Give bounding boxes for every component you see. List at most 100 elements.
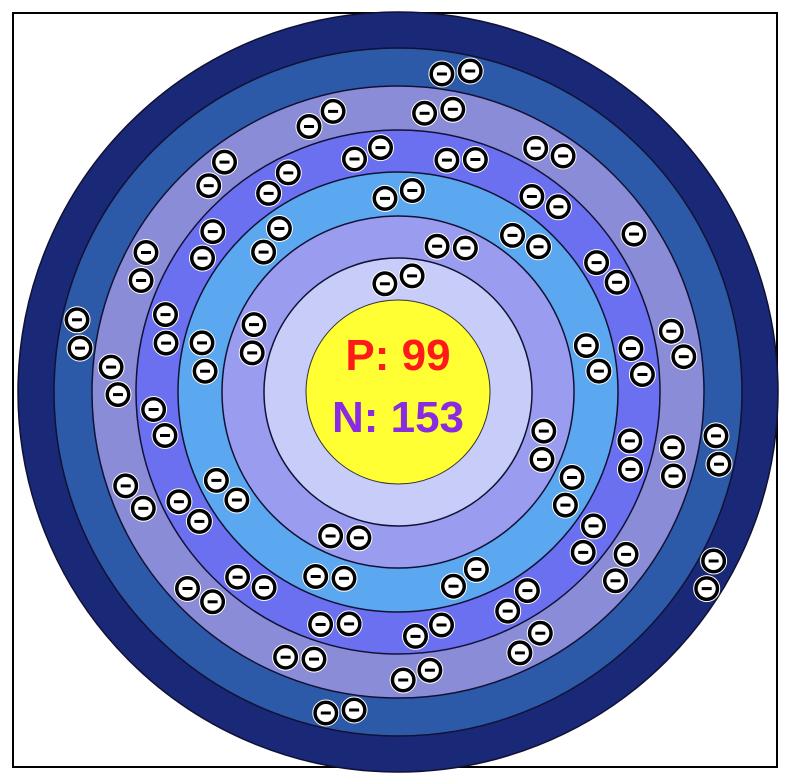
electron — [702, 422, 730, 450]
electron — [272, 643, 300, 671]
electron — [66, 334, 94, 362]
electron-minus-sign — [701, 587, 712, 591]
electron-minus-sign — [567, 476, 578, 479]
electron — [617, 335, 645, 362]
electron — [250, 238, 278, 266]
electron — [152, 301, 179, 329]
electron-minus-sign — [526, 195, 537, 198]
electron-minus-sign — [232, 575, 243, 579]
electron — [389, 666, 417, 694]
electron-minus-sign — [629, 232, 639, 236]
electron-minus-sign — [161, 341, 172, 345]
electron — [462, 555, 490, 583]
electron — [558, 464, 586, 491]
electron — [506, 639, 534, 667]
electron-minus-sign — [465, 69, 476, 73]
electron — [603, 268, 631, 296]
electron-minus-sign — [514, 651, 525, 655]
electron — [602, 567, 629, 595]
electron — [265, 215, 293, 242]
electron-minus-sign — [460, 246, 471, 250]
electron-minus-sign — [203, 184, 214, 188]
electron-minus-sign — [535, 631, 546, 635]
electron-minus-sign — [197, 256, 208, 260]
electron-minus-sign — [424, 668, 435, 672]
electron — [188, 329, 216, 357]
electron — [63, 306, 91, 334]
electron-minus-sign — [621, 552, 632, 556]
electron — [660, 462, 687, 490]
electron-minus-sign — [106, 365, 117, 369]
electron-minus-sign — [578, 550, 589, 554]
electron — [549, 142, 577, 170]
electron — [371, 184, 399, 212]
electron — [371, 270, 399, 298]
electron-minus-sign — [380, 196, 390, 200]
electron — [612, 540, 640, 568]
electron — [367, 134, 394, 162]
electron-minus-sign — [407, 189, 418, 192]
electron-minus-sign — [581, 344, 592, 348]
electron — [439, 95, 467, 123]
electron — [456, 57, 484, 85]
electrons — [63, 57, 733, 727]
electron-minus-sign — [410, 634, 421, 638]
electron-minus-sign — [507, 233, 518, 237]
electron-minus-sign — [194, 519, 205, 523]
protons-label: P: 99 — [345, 331, 450, 380]
electron-minus-sign — [678, 355, 689, 359]
electron — [127, 267, 155, 294]
electron-minus-sign — [711, 434, 721, 438]
electron-minus-sign — [75, 346, 85, 350]
electron-minus-sign — [197, 341, 207, 345]
electron — [402, 622, 429, 650]
electron-minus-sign — [436, 72, 447, 76]
electron-minus-sign — [637, 373, 648, 376]
electron-minus-sign — [666, 329, 677, 333]
electron — [199, 218, 227, 246]
electron — [312, 699, 340, 727]
electron-minus-sign — [349, 708, 360, 712]
electron — [202, 466, 230, 494]
electron — [307, 611, 335, 638]
electron-minus-sign — [588, 524, 599, 528]
electron — [223, 486, 251, 514]
electron — [494, 597, 522, 625]
electron — [620, 220, 648, 248]
electron — [525, 233, 552, 261]
electron-minus-sign — [304, 125, 314, 128]
electron — [411, 99, 439, 127]
electron-minus-sign — [280, 655, 291, 659]
electron — [433, 146, 461, 174]
electron-minus-sign — [136, 279, 147, 282]
electron-minus-sign — [668, 474, 679, 478]
electron — [302, 563, 330, 590]
electron — [295, 113, 323, 140]
electron-minus-sign — [432, 244, 443, 248]
electron — [428, 611, 455, 639]
electron — [112, 472, 140, 500]
electron-minus-sign — [714, 462, 724, 466]
electron — [657, 317, 685, 345]
electron — [199, 588, 227, 616]
electron — [700, 547, 728, 575]
electron-minus-sign — [310, 575, 321, 578]
electron-minus-sign — [708, 559, 719, 563]
electron-minus-sign — [667, 446, 678, 450]
electron — [211, 148, 238, 176]
electron — [185, 507, 213, 535]
electron — [189, 244, 216, 272]
nucleus-group: P: 99 N: 153 — [305, 299, 491, 485]
electron — [544, 193, 572, 221]
electron — [300, 645, 328, 673]
electron-minus-sign — [419, 111, 430, 115]
electron-minus-sign — [612, 280, 623, 284]
electron — [330, 564, 358, 592]
electron-minus-sign — [398, 678, 409, 682]
electron — [274, 159, 302, 187]
electron — [569, 538, 597, 566]
electron — [583, 249, 611, 277]
electron-minus-sign — [624, 439, 635, 443]
electron-minus-sign — [247, 351, 258, 355]
electron-minus-sign — [591, 261, 602, 265]
